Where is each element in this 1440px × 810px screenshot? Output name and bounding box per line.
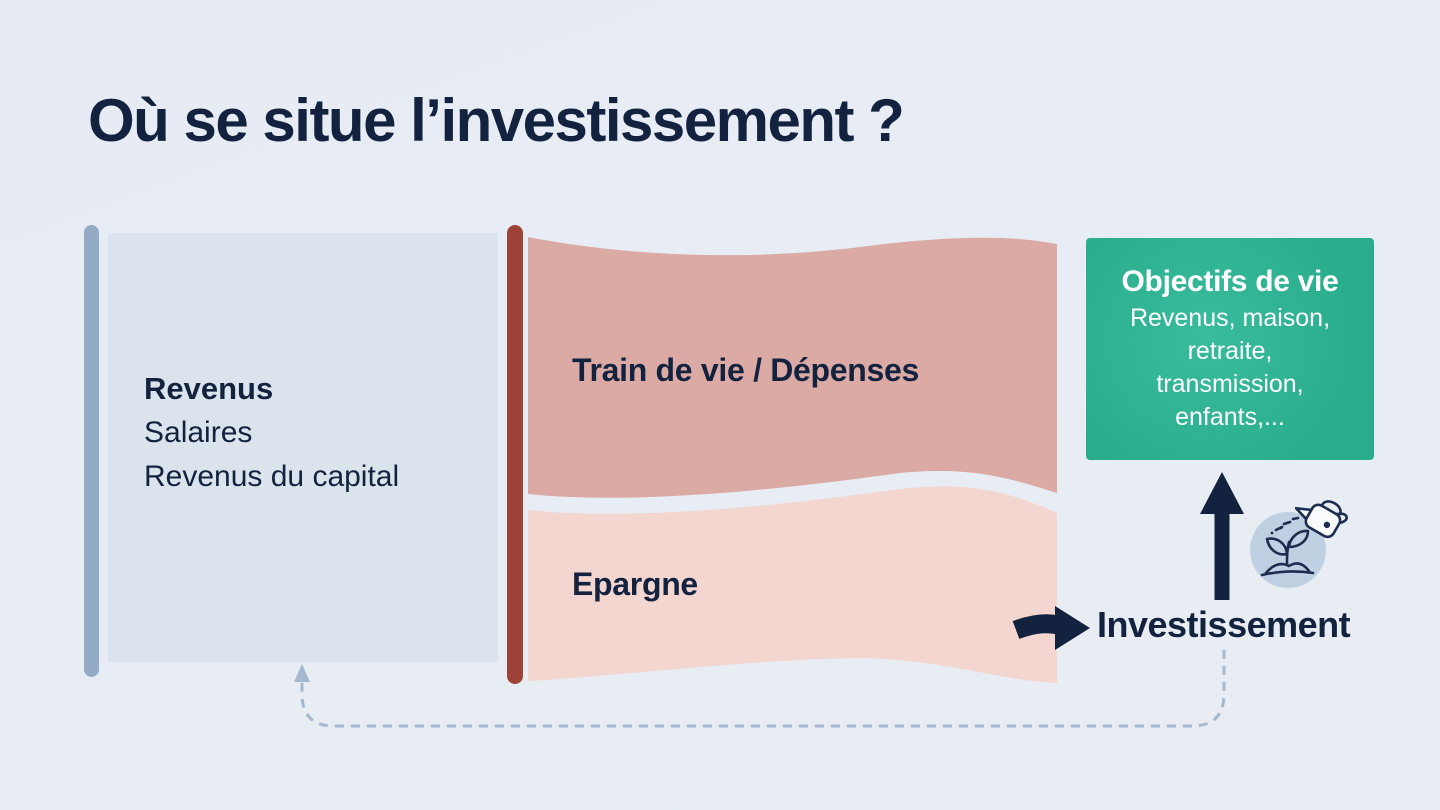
dashed-feedback-arrowhead: [294, 664, 310, 682]
page-title: Où se situe l’investissement ?: [88, 87, 905, 154]
sprout-right-leaf: [1287, 529, 1310, 549]
expenses-label: Train de vie / Dépenses: [572, 352, 920, 388]
dashed-feedback-arrow-icon: [294, 650, 1226, 728]
goals-line: retraite,: [1187, 336, 1273, 365]
savings-label: Epargne: [572, 566, 698, 602]
can-body: [1304, 503, 1342, 539]
droplet-dash: [1282, 520, 1292, 526]
soil-mound: [1264, 562, 1311, 575]
separator-bar: [507, 225, 523, 684]
right-arrow-head: [1055, 606, 1090, 650]
goals-box: Objectifs de vie Revenus, maison, retrai…: [1086, 238, 1374, 460]
soil-base: [1260, 570, 1315, 577]
right-arrow-icon: [1012, 606, 1090, 650]
up-arrow-head: [1200, 472, 1244, 514]
income-text-block: Revenus Salaires Revenus du capital: [144, 367, 399, 499]
expenses-flow-shape: [528, 237, 1057, 498]
dashed-feedback-path: [300, 650, 1226, 728]
up-arrow-icon: [1200, 472, 1244, 600]
income-item-salaires: Salaires: [144, 416, 253, 449]
can-back-handle: [1335, 512, 1348, 524]
right-arrow-shaft: [1012, 614, 1061, 639]
can-top-handle: [1320, 500, 1342, 516]
sprout-left-leaf: [1265, 537, 1289, 556]
droplet-dot: [1270, 531, 1274, 535]
goals-line: enfants,...: [1175, 402, 1285, 431]
droplet-dash: [1291, 516, 1300, 521]
goals-heading: Objectifs de vie: [1121, 264, 1339, 298]
plant-sprout-icon: [1260, 529, 1315, 577]
income-item-capital: Revenus du capital: [144, 460, 400, 493]
goals-line: transmission,: [1156, 369, 1304, 398]
investment-label: Investissement: [1097, 604, 1351, 645]
income-left-bar: [84, 225, 99, 677]
income-heading: Revenus: [144, 371, 274, 406]
water-droplets: [1270, 516, 1300, 535]
goals-line: Revenus, maison,: [1129, 303, 1331, 332]
income-box: Revenus Salaires Revenus du capital: [108, 233, 498, 662]
watering-can-plant-icon: [1250, 500, 1348, 588]
can-hole: [1323, 521, 1331, 529]
droplet-dot: [1279, 526, 1283, 530]
savings-flow-shape: [528, 486, 1057, 683]
flows-svg: [528, 237, 1057, 683]
watering-can-icon: [1294, 500, 1348, 539]
